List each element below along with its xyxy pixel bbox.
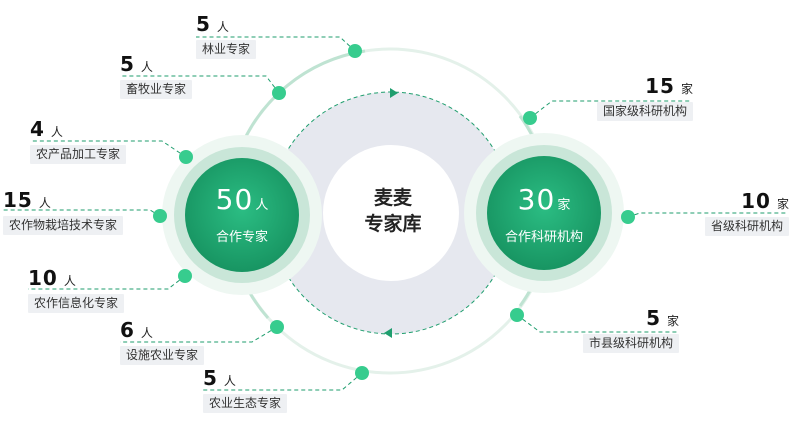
connector-ecology-node <box>355 366 369 380</box>
item-name: 畜牧业专家 <box>120 80 193 99</box>
item-value: 10 <box>741 189 771 213</box>
connector-processing-node <box>179 150 193 164</box>
connector-facility-line <box>120 326 278 343</box>
item-name: 农作物栽培技术专家 <box>3 216 124 235</box>
connector-livestock-node <box>272 86 286 100</box>
item-value: 4 <box>30 117 45 141</box>
orbit-arrow-top-icon <box>390 88 398 98</box>
right-hub-unit: 家 <box>557 198 571 213</box>
connector-cultivation-node <box>153 209 167 223</box>
item-unit: 家 <box>680 82 693 96</box>
center-white-disc <box>323 145 459 281</box>
connector-provincial-node <box>621 210 635 224</box>
item-value: 5 <box>120 52 135 76</box>
right-hub-core <box>487 156 601 270</box>
connector-municipal-line <box>516 314 678 333</box>
left-item-cultivation: 15 人 农作物栽培技术专家 <box>3 188 124 235</box>
item-name: 市县级科研机构 <box>582 334 679 353</box>
connector-national-line <box>529 100 692 119</box>
item-unit: 人 <box>63 274 76 288</box>
item-name: 林业专家 <box>196 40 257 59</box>
connector-processing-line <box>30 140 187 158</box>
connector-informatization-line <box>28 275 186 290</box>
center-title: 麦麦 专家库 <box>343 185 443 237</box>
connector-forestry-node <box>348 44 362 58</box>
connector-municipal-node <box>510 308 524 322</box>
connector-national-node <box>523 111 537 125</box>
item-unit: 家 <box>776 197 789 211</box>
item-unit: 人 <box>216 20 229 34</box>
item-name: 国家级科研机构 <box>596 102 693 121</box>
right-hub-value: 30 <box>517 183 556 216</box>
orbit-arrow-bottom-icon <box>384 328 392 338</box>
right-item-national: 15 家 国家级科研机构 <box>596 74 693 121</box>
item-value: 5 <box>646 306 661 330</box>
item-value: 6 <box>120 318 135 342</box>
item-unit: 人 <box>38 196 51 210</box>
center-title-line2: 专家库 <box>364 213 422 235</box>
item-unit: 家 <box>666 314 679 328</box>
item-value: 15 <box>3 188 33 212</box>
item-unit: 人 <box>50 125 63 139</box>
item-name: 设施农业专家 <box>120 346 205 365</box>
item-name: 农作信息化专家 <box>28 294 125 313</box>
item-unit: 人 <box>140 60 153 74</box>
item-name: 农业生态专家 <box>203 394 288 413</box>
center-title-line1: 麦麦 <box>373 187 412 209</box>
item-value: 5 <box>203 366 218 390</box>
item-value: 10 <box>28 266 58 290</box>
connector-facility-node <box>270 320 284 334</box>
left-hub-core <box>185 158 299 272</box>
right-item-provincial: 10 家 省级科研机构 <box>704 189 789 236</box>
left-hub-unit: 人 <box>255 198 269 213</box>
item-unit: 人 <box>223 374 236 388</box>
left-hub-name: 合作专家 <box>215 230 268 245</box>
right-hub-name: 合作科研机构 <box>504 230 583 245</box>
item-unit: 人 <box>140 326 153 340</box>
connector-ecology-line <box>203 372 363 391</box>
connector-informatization-node <box>178 269 192 283</box>
left-hub-value: 50 <box>215 183 254 216</box>
item-value: 15 <box>645 74 675 98</box>
connector-livestock-line <box>120 75 280 94</box>
item-value: 5 <box>196 12 211 36</box>
item-name: 农产品加工专家 <box>30 145 127 164</box>
connectors <box>3 36 788 391</box>
item-name: 省级科研机构 <box>704 217 789 236</box>
left-item-informatization: 10 人 农作信息化专家 <box>28 266 125 313</box>
